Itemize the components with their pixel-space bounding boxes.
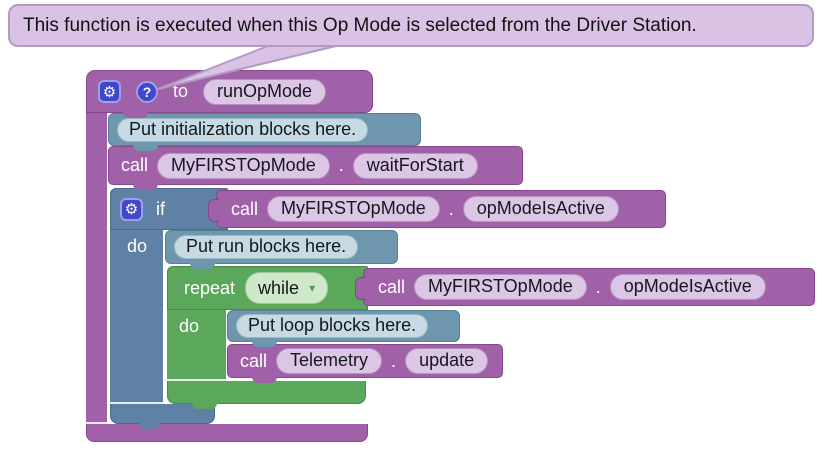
comment-field[interactable]: Put run blocks here. [174, 235, 359, 259]
if-block-spine[interactable] [110, 229, 163, 404]
method-field: opModeIsActive [609, 274, 766, 300]
comment-block-initialization[interactable]: Put initialization blocks here. [108, 113, 421, 151]
connector-tab [133, 183, 158, 190]
if-condition-call-block[interactable]: call MyFIRSTOpMode . opModeIsActive [208, 190, 666, 228]
repeat-label: repeat [184, 277, 236, 298]
help-icon[interactable]: ? [136, 80, 158, 103]
connector-tab [139, 422, 160, 429]
function-block-spine[interactable] [86, 110, 107, 424]
if-block-bottom[interactable] [110, 404, 215, 429]
gear-icon[interactable]: ⚙ [120, 197, 143, 221]
dot-separator: . [391, 350, 397, 371]
call-waitforstart-block[interactable]: call MyFIRSTOpMode . waitForStart [108, 146, 523, 190]
call-label: call [121, 155, 149, 175]
call-label: call [378, 276, 406, 297]
method-field: waitForStart [352, 152, 478, 179]
comment-block-run[interactable]: Put run blocks here. [165, 230, 398, 269]
object-field[interactable]: Telemetry [276, 348, 383, 374]
comment-text: This function is executed when this Op M… [23, 14, 697, 36]
method-field: opModeIsActive [462, 196, 619, 222]
repeat-block-header[interactable]: repeat while ▾ [167, 266, 368, 310]
repeat-block-bottom[interactable] [167, 381, 366, 409]
comment-block-loop[interactable]: Put loop blocks here. [227, 310, 460, 347]
repeat-do-label: do [179, 316, 200, 336]
to-label: to [173, 81, 189, 101]
repeat-condition-call-block[interactable]: call MyFIRSTOpMode . opModeIsActive [355, 268, 815, 306]
function-block-bottom[interactable] [86, 424, 368, 442]
connector-tab [252, 376, 277, 383]
comment-field[interactable]: Put loop blocks here. [236, 314, 429, 338]
comment-field[interactable]: Put initialization blocks here. [117, 117, 369, 142]
function-name-field[interactable]: runOpMode [203, 78, 327, 105]
value-plug [208, 199, 219, 222]
dot-separator: . [448, 198, 454, 219]
object-field[interactable]: MyFIRSTOpMode [414, 274, 587, 300]
if-label: if [156, 198, 165, 219]
connector-tab [123, 111, 148, 118]
call-label: call [231, 198, 259, 219]
method-field: update [405, 348, 489, 374]
repeat-mode-value: while [258, 277, 300, 298]
object-field[interactable]: MyFIRSTOpMode [267, 196, 440, 222]
dot-separator: . [338, 155, 344, 175]
dot-separator: . [595, 276, 601, 297]
function-block-header[interactable]: ⚙ ? to runOpMode [86, 70, 373, 118]
if-do-label: do [127, 236, 148, 256]
value-plug [355, 277, 366, 300]
connector-tab [190, 262, 215, 269]
connector-tab [192, 402, 217, 409]
call-telemetry-update-block[interactable]: call Telemetry . update [227, 344, 503, 383]
comment-bubble: This function is executed when this Op M… [8, 4, 814, 47]
connector-tab [133, 144, 158, 151]
repeat-mode-dropdown[interactable]: while ▾ [245, 272, 329, 304]
tooltip-tail [157, 45, 337, 90]
object-field[interactable]: MyFIRSTOpMode [157, 152, 330, 179]
chevron-down-icon: ▾ [309, 281, 316, 295]
connector-tab [252, 340, 277, 347]
repeat-block-spine[interactable] [167, 309, 226, 382]
call-label: call [240, 350, 268, 371]
gear-icon[interactable]: ⚙ [98, 80, 121, 103]
